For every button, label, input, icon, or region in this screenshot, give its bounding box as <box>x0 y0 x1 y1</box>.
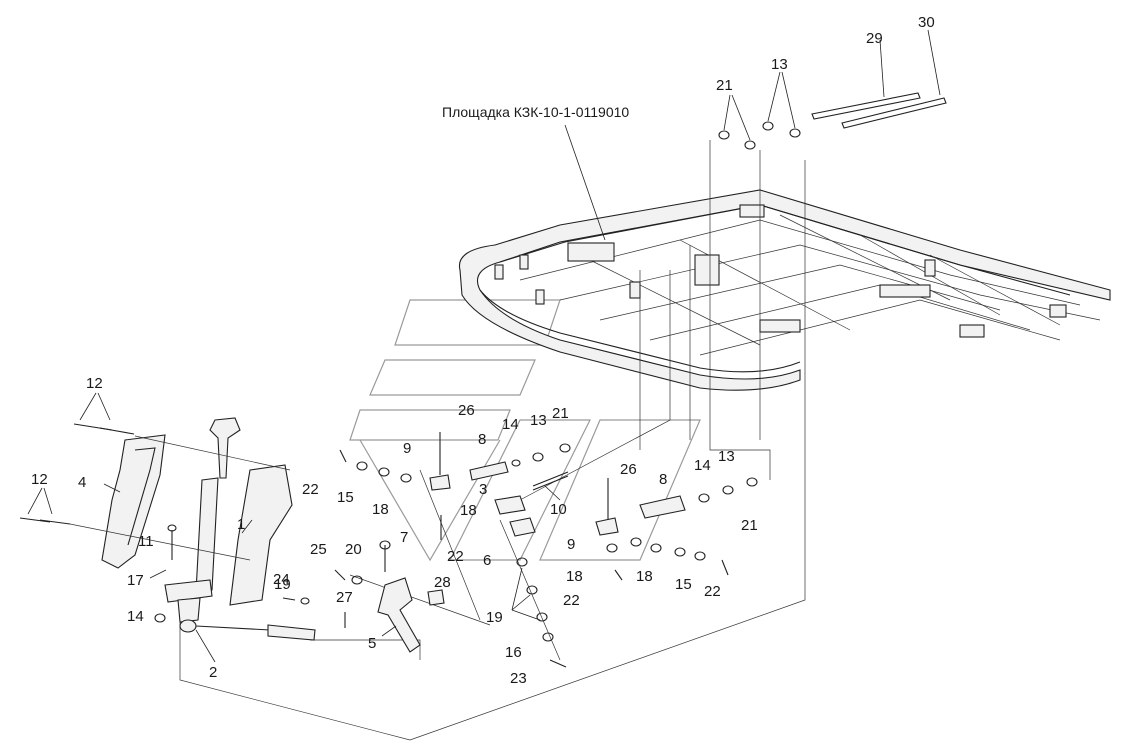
pins-12 <box>19 392 291 561</box>
callout-26b: 26 <box>620 461 637 478</box>
platform-frame <box>458 189 1111 391</box>
callout-19: 19 <box>274 576 291 593</box>
callout-10: 10 <box>550 501 567 518</box>
callout-14b: 14 <box>694 457 711 474</box>
callout-28: 28 <box>434 574 451 591</box>
callout-22c: 22 <box>563 592 580 609</box>
callout-25: 25 <box>310 541 327 558</box>
callout-26: 26 <box>458 402 475 419</box>
part-2-lever <box>164 417 316 663</box>
callout-18c: 18 <box>566 568 583 585</box>
callout-8b: 8 <box>659 471 667 488</box>
callout-13c: 13 <box>718 448 735 465</box>
callout-21b: 21 <box>552 405 569 422</box>
callout-5: 5 <box>368 635 376 652</box>
callout-22d: 22 <box>704 583 721 600</box>
callout-14c: 14 <box>127 608 144 625</box>
callout-22b: 22 <box>447 548 464 565</box>
callout-22: 22 <box>302 481 319 498</box>
fasteners-top <box>718 71 801 150</box>
callout-30: 30 <box>918 14 935 31</box>
callout-11: 11 <box>138 533 154 550</box>
callout-21c: 21 <box>741 517 758 534</box>
callout-8: 8 <box>478 431 486 448</box>
callout-21: 21 <box>716 77 733 94</box>
callout-14: 14 <box>502 416 519 433</box>
callout-16: 16 <box>505 644 522 661</box>
assembly-guides <box>179 140 806 741</box>
center-hinge <box>339 432 571 540</box>
callout-19b: 19 <box>486 609 503 626</box>
callout-6: 6 <box>483 552 491 569</box>
rods <box>811 29 947 129</box>
callout-2: 2 <box>209 664 217 681</box>
callout-27: 27 <box>336 589 353 606</box>
watermark-graphic <box>349 299 701 562</box>
callout-29: 29 <box>866 30 883 47</box>
callout-18: 18 <box>372 501 389 518</box>
callout-15: 15 <box>337 489 354 506</box>
callout-4: 4 <box>78 474 86 491</box>
right-hinge <box>595 477 758 581</box>
callout-3: 3 <box>479 481 487 498</box>
assembly-title: Площадка КЗК-10-1-0119010 <box>442 104 629 120</box>
callout-18d: 18 <box>636 568 653 585</box>
callout-20: 20 <box>345 541 362 558</box>
small-parts-left <box>149 524 177 623</box>
callout-24: 24 <box>273 571 290 588</box>
callout-17: 17 <box>127 572 144 589</box>
title-leader <box>564 124 606 241</box>
callout-15b: 15 <box>675 576 692 593</box>
callout-13: 13 <box>771 56 788 73</box>
part-4-bracket <box>101 434 166 569</box>
callout-12: 12 <box>86 375 103 392</box>
callout-9b: 9 <box>567 536 575 553</box>
callout-7: 7 <box>400 529 408 546</box>
part-5-arm <box>282 540 445 653</box>
callout-12b: 12 <box>31 471 48 488</box>
callout-18b: 18 <box>460 502 477 519</box>
callout-9: 9 <box>403 440 411 457</box>
callout-1: 1 <box>237 516 245 533</box>
center-stack <box>499 519 567 668</box>
callout-23: 23 <box>510 670 527 687</box>
callout-labels: 29 30 21 13 1 2 3 4 5 6 7 8 8 9 9 10 11 … <box>31 14 935 687</box>
part-1-cover <box>229 464 293 606</box>
callout-13b: 13 <box>530 412 547 429</box>
